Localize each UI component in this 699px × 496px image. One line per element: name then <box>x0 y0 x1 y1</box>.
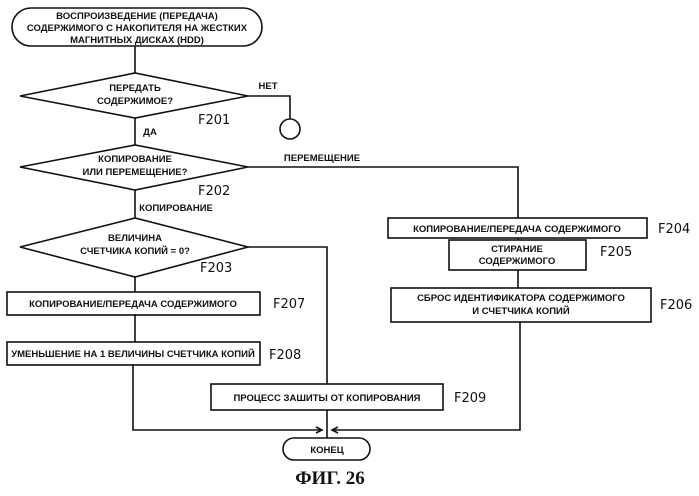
f201-yes-label: ДА <box>143 127 157 138</box>
f209-text: ПРОЦЕСС ЗАШИТЫ ОТ КОПИРОВАНИЯ <box>233 393 420 404</box>
f205-line-2: СОДЕРЖИМОГО <box>479 256 556 267</box>
f206-line-2: И СЧЕТЧИКА КОПИЙ <box>472 305 570 317</box>
f202-move-label: ПЕРЕМЕЩЕНИЕ <box>284 153 360 164</box>
f204-step-id: F204 <box>658 222 690 237</box>
f204-text: КОПИРОВАНИЕ/ПЕРЕДАЧА СОДЕРЖИМОГО <box>413 224 621 235</box>
process-f205: СТИРАНИЕ СОДЕРЖИМОГО F205 <box>449 240 632 270</box>
decision-f202: КОПИРОВАНИЕ ИЛИ ПЕРЕМЕЩЕНИЕ? F202 ПЕРЕМЕ… <box>20 145 360 214</box>
process-f208: УМЕНЬШЕНИЕ НА 1 ВЕЛИЧИНЫ СЧЕТЧИКА КОПИЙ … <box>7 342 301 365</box>
start-terminal: ВОСПРОИЗВЕДЕНИЕ (ПЕРЕДАЧА) СОДЕРЖИМОГО С… <box>12 8 262 46</box>
figure-caption: ФИГ. 26 <box>295 468 365 489</box>
f202-line-1: КОПИРОВАНИЕ <box>98 154 172 165</box>
f209-step-id: F209 <box>454 391 486 406</box>
process-f209: ПРОЦЕСС ЗАШИТЫ ОТ КОПИРОВАНИЯ F209 <box>211 384 486 410</box>
connectors <box>133 46 520 438</box>
start-line-2: СОДЕРЖИМОГО С НАКОПИТЕЛЯ НА ЖЕСТКИХ <box>27 23 248 34</box>
f205-line-1: СТИРАНИЕ <box>491 244 543 255</box>
f203-line-1: ВЕЛИЧИНА <box>108 233 162 244</box>
f203-line-2: СЧЕТЧИКА КОПИЙ = 0? <box>80 245 190 257</box>
decision-f201: ПЕРЕДАТЬ СОДЕРЖИМОЕ? F201 НЕТ ДА <box>20 73 300 139</box>
f206-line-1: СБРОС ИДЕНТИФИКАТОРА СОДЕРЖИМОГО <box>417 293 625 304</box>
f208-text: УМЕНЬШЕНИЕ НА 1 ВЕЛИЧИНЫ СЧЕТЧИКА КОПИЙ <box>11 348 255 360</box>
f206-step-id: F206 <box>660 298 692 313</box>
f208-step-id: F208 <box>269 348 301 363</box>
f202-copy-label: КОПИРОВАНИЕ <box>139 203 213 214</box>
start-line-3: МАГНИТНЫХ ДИСКАХ (HDD) <box>70 35 204 46</box>
f203-step-id: F203 <box>200 261 232 276</box>
connector-circle <box>280 119 300 139</box>
f201-step-id: F201 <box>198 113 230 128</box>
f207-text: КОПИРОВАНИЕ/ПЕРЕДАЧА СОДЕРЖИМОГО <box>29 299 237 310</box>
process-f207: КОПИРОВАНИЕ/ПЕРЕДАЧА СОДЕРЖИМОГО F207 <box>7 292 305 315</box>
f201-no-label: НЕТ <box>259 81 278 92</box>
decision-f203: ВЕЛИЧИНА СЧЕТЧИКА КОПИЙ = 0? F203 <box>20 218 248 277</box>
process-f206: СБРОС ИДЕНТИФИКАТОРА СОДЕРЖИМОГО И СЧЕТЧ… <box>391 288 692 322</box>
end-terminal: КОНЕЦ <box>283 438 370 460</box>
process-f204: КОПИРОВАНИЕ/ПЕРЕДАЧА СОДЕРЖИМОГО F204 <box>388 218 690 238</box>
f202-step-id: F202 <box>198 184 230 199</box>
f207-step-id: F207 <box>273 297 305 312</box>
f205-step-id: F205 <box>600 245 632 260</box>
f201-line-1: ПЕРЕДАТЬ <box>109 83 161 94</box>
f202-line-2: ИЛИ ПЕРЕМЕЩЕНИЕ? <box>83 167 188 178</box>
end-text: КОНЕЦ <box>310 445 343 456</box>
f201-line-2: СОДЕРЖИМОЕ? <box>97 96 173 107</box>
start-line-1: ВОСПРОИЗВЕДЕНИЕ (ПЕРЕДАЧА) <box>56 11 218 22</box>
